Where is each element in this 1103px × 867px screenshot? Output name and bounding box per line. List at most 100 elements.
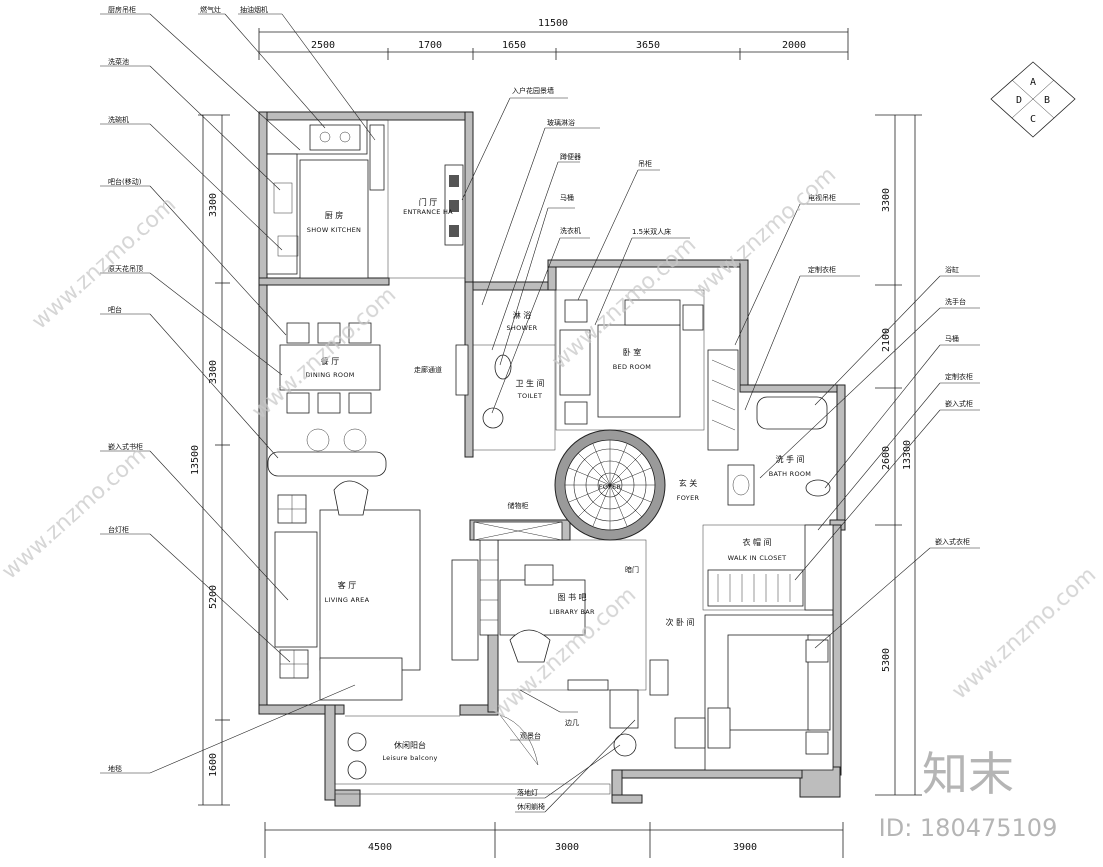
living-en: LIVING AREA — [325, 596, 370, 604]
dim-bottom-seg-2: 3000 — [555, 842, 579, 853]
svg-text:抽油烟机: 抽油烟机 — [240, 5, 268, 14]
bedroom-cn: 卧 室 — [623, 347, 642, 357]
bedroom-en: BED ROOM — [613, 363, 651, 371]
hidden-door-label: 暗门 — [625, 565, 639, 574]
watermark-site-7: www.znzmo.com — [947, 562, 1101, 704]
svg-text:落地灯: 落地灯 — [517, 788, 538, 797]
compass-b: B — [1044, 95, 1050, 106]
corridor-label: 走廊通道 — [414, 365, 442, 374]
leisure-balcony: 休闲阳台 Leisure balcony — [345, 714, 539, 780]
watermark-site-5: www.znzmo.com — [687, 162, 841, 304]
medallion-text: FOYER — [599, 483, 622, 491]
svg-text:定制衣柜: 定制衣柜 — [945, 372, 973, 381]
sofa — [274, 531, 318, 648]
library-cn: 图 书 吧 — [557, 592, 586, 602]
dim-right-seg-4: 5300 — [881, 648, 892, 672]
compass-a: A — [1030, 77, 1036, 88]
dim-top-seg-3: 1650 — [502, 40, 526, 51]
svg-text:边几: 边几 — [565, 718, 579, 727]
bedroom: 卧 室 BED ROOM — [555, 289, 739, 451]
left-label-7: 嵌入式书柜 — [100, 442, 289, 601]
left-label-5: 原天花吊顶 — [100, 264, 283, 376]
kitchen-cn: 厨 房 — [325, 210, 344, 220]
entrance-hall: 门 厅 ENTRANCE HA — [387, 119, 466, 279]
foyer-en: FOYER — [677, 494, 700, 502]
toilet-en: TOILET — [517, 392, 543, 400]
library-bar: 图 书 吧 LIBRARY BAR 暗门 — [479, 539, 669, 757]
svg-text:燃气灶: 燃气灶 — [200, 5, 221, 14]
left-label-8: 台灯柜 — [100, 525, 291, 663]
svg-text:休闲躺椅: 休闲躺椅 — [517, 802, 545, 811]
master-bedroom: 次 卧 间 — [665, 614, 834, 771]
svg-text:马桶: 马桶 — [560, 193, 574, 202]
svg-text:吧台(移动): 吧台(移动) — [108, 177, 142, 186]
bottom-dimension-chain: 4500 3000 3900 — [264, 822, 844, 858]
left-label-3: 洗碗机 — [100, 115, 283, 251]
bath-en: BATH ROOM — [769, 470, 811, 478]
watermark-site-2: www.znzmo.com — [0, 442, 151, 584]
left-label-9: 地毯 — [100, 684, 356, 774]
dim-bottom-seg-1: 4500 — [368, 842, 392, 853]
svg-text:电视吊柜: 电视吊柜 — [808, 193, 836, 202]
svg-text:台灯柜: 台灯柜 — [108, 525, 129, 534]
left-label-1: 厨房吊柜 — [100, 5, 301, 151]
dim-right-seg-3: 2600 — [881, 446, 892, 470]
gas-stove-icon — [309, 124, 361, 151]
svg-text:定制衣柜: 定制衣柜 — [808, 265, 836, 274]
dining-table — [279, 344, 381, 391]
brand-logo: 知末 — [922, 747, 1014, 801]
entrance-cn: 门 厅 — [419, 197, 438, 207]
dim-top-seg-2: 1700 — [418, 40, 442, 51]
corridor: 储物柜 走廊通道 — [414, 365, 563, 541]
walk-in-closet: 衣 帽 间 WALK IN CLOSET — [702, 524, 834, 611]
svg-text:嵌入式衣柜: 嵌入式衣柜 — [935, 537, 970, 546]
svg-text:浴缸: 浴缸 — [945, 265, 959, 274]
svg-text:观景台: 观景台 — [520, 731, 541, 740]
toilet-cn: 卫 生 间 — [515, 378, 544, 388]
toilet-block: 淋 浴 SHOWER 卫 生 间 TOILET — [455, 289, 556, 451]
bath-cn: 洗 手 间 — [775, 454, 804, 464]
dim-top-seg-5: 2000 — [782, 40, 806, 51]
kitchen-en: SHOW KITCHEN — [307, 226, 361, 234]
svg-text:马桶: 马桶 — [945, 334, 959, 343]
top-dimension-chain: 11500 2500 1700 1650 3650 2000 — [258, 18, 849, 60]
svg-text:原天花吊顶: 原天花吊顶 — [108, 264, 143, 273]
entrance-en: ENTRANCE HA — [403, 208, 453, 216]
brand-watermark: 知末 ID: 180475109 — [879, 747, 1058, 842]
toilet-icon-2 — [805, 479, 831, 497]
dim-right-seg-2: 2100 — [881, 328, 892, 352]
svg-text:洗菜池: 洗菜池 — [108, 57, 129, 66]
dim-bottom-seg-3: 3900 — [733, 842, 757, 853]
left-label-2: 洗菜池 — [100, 57, 281, 191]
toilet-icon — [494, 354, 512, 380]
dim-top-total: 11500 — [538, 18, 568, 29]
dim-top-seg-4: 3650 — [636, 40, 660, 51]
closet-cn: 衣 帽 间 — [742, 537, 771, 547]
watermarks: www.znzmo.com www.znzmo.com www.znzmo.co… — [0, 162, 1101, 724]
balcony-en: Leisure balcony — [382, 754, 437, 762]
compass-key: A B C D — [990, 61, 1076, 138]
bottom-annotations: 边几 观景台 落地灯 休闲躺椅 — [510, 689, 636, 813]
foyer: FOYER 玄 关 FOYER — [554, 429, 700, 541]
balcony-cn: 休闲阳台 — [394, 740, 426, 750]
id-label: ID: 180475109 — [879, 814, 1058, 842]
svg-text:1.5米双人床: 1.5米双人床 — [632, 227, 671, 236]
corridor-storage: 储物柜 — [508, 501, 529, 510]
bathroom: 洗 手 间 BATH ROOM — [727, 396, 831, 506]
left-label-4: 吧台(移动) — [100, 177, 287, 336]
lounge-chair — [319, 657, 403, 701]
bookshelf — [479, 539, 499, 636]
dim-left-total: 13500 — [190, 445, 201, 475]
svg-text:玻璃淋浴: 玻璃淋浴 — [547, 118, 575, 127]
left-label-6: 吧台 — [100, 305, 279, 459]
dim-left-seg-2: 3300 — [208, 360, 219, 384]
bed — [597, 324, 681, 418]
svg-text:地毯: 地毯 — [108, 764, 122, 773]
shower-cn: 淋 浴 — [513, 310, 532, 320]
shower-en: SHOWER — [507, 324, 538, 332]
left-annotations: 厨房吊柜 洗菜池 洗碗机 吧台(移动) 原天花吊顶 吧台 — [100, 5, 356, 774]
closet-en: WALK IN CLOSET — [728, 554, 787, 562]
svg-text:入户花园景墙: 入户花园景墙 — [512, 86, 554, 95]
wardrobe — [707, 349, 739, 451]
right-dimension-chain: 3300 2100 2600 5300 13300 — [875, 114, 922, 796]
